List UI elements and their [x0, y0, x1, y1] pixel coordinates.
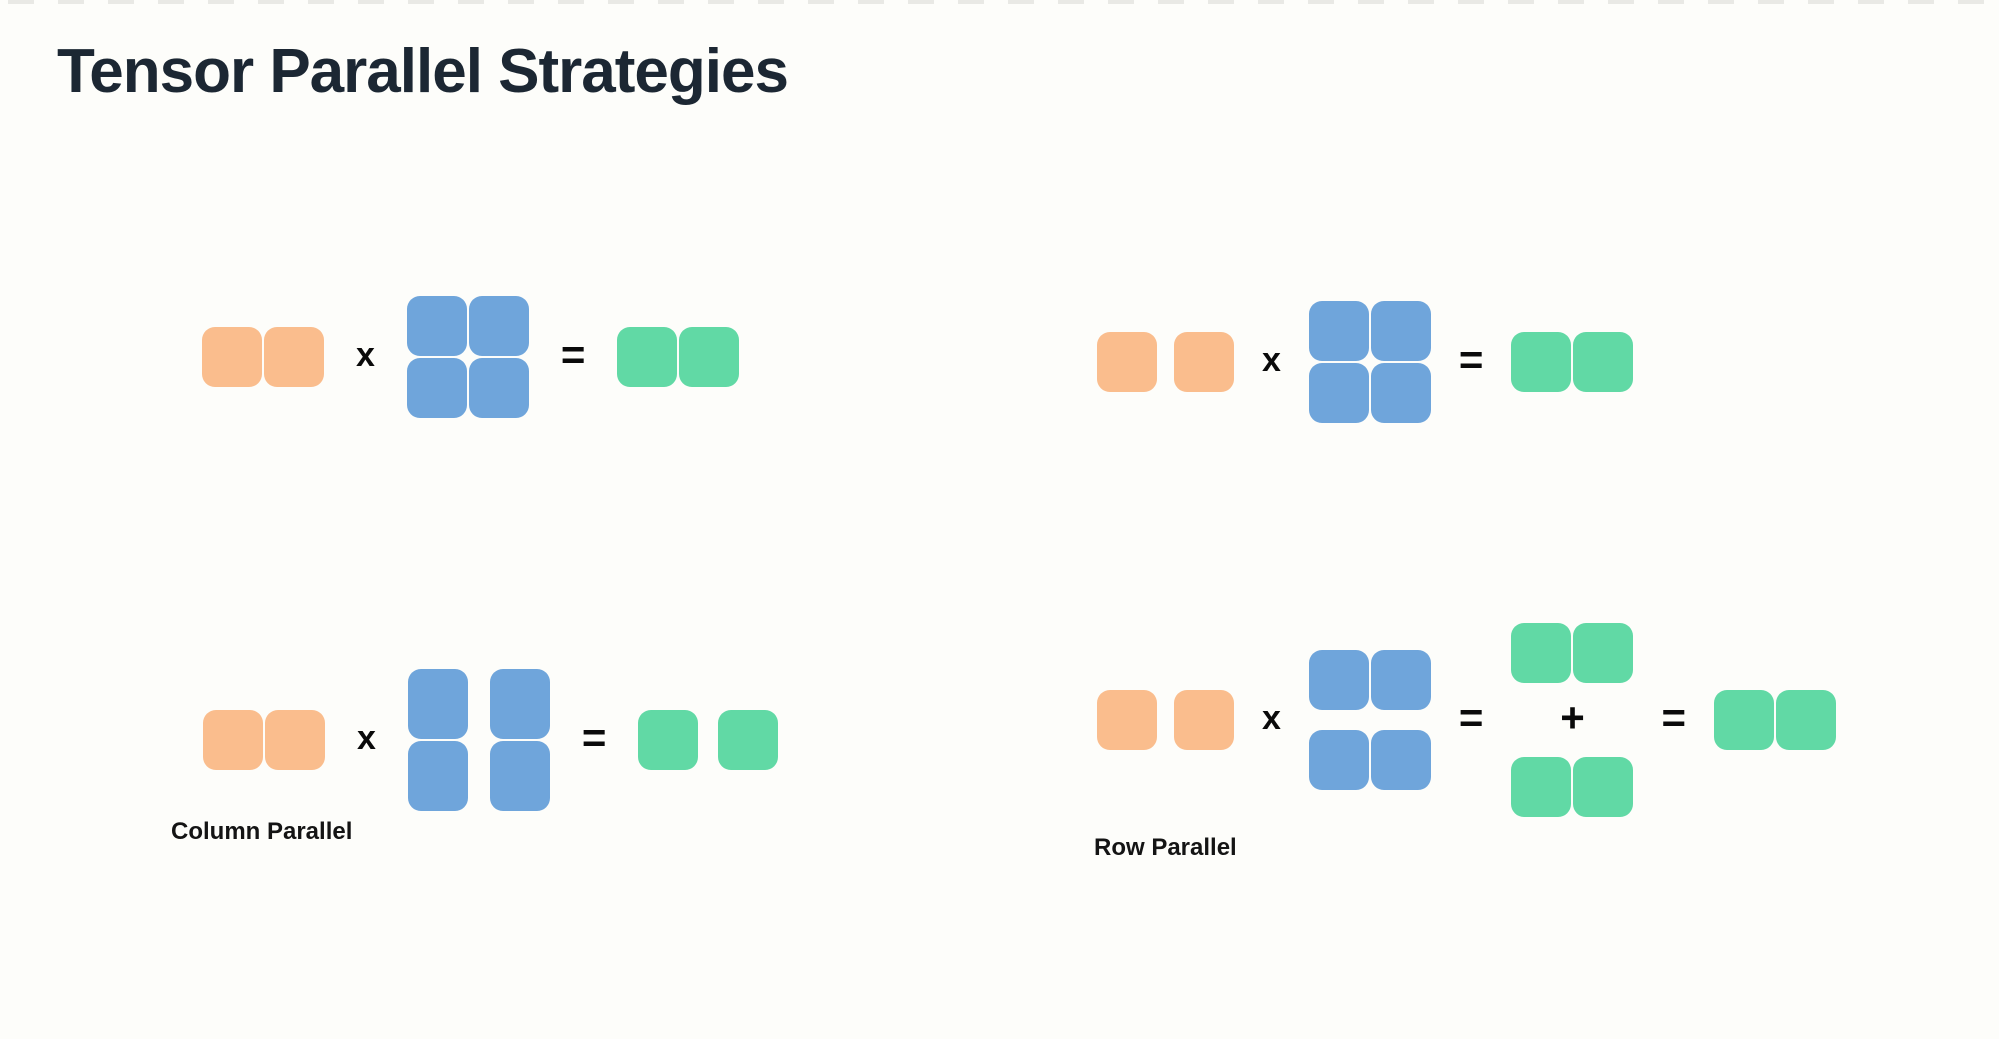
- equals-operator: =: [1458, 694, 1484, 741]
- weight-block: [468, 358, 529, 418]
- input-block: [264, 327, 324, 387]
- weight-matrix: [406, 296, 529, 418]
- equation-top-right: x =: [1097, 301, 1634, 423]
- column-parallel-label: Column Parallel: [171, 818, 353, 845]
- weight-block: [1308, 650, 1369, 710]
- equation-top-left: x =: [202, 296, 740, 418]
- weight-block: [489, 669, 550, 739]
- output-block: [1713, 690, 1774, 750]
- weight-matrix: [1308, 301, 1431, 423]
- weight-block: [406, 358, 467, 418]
- output-block: [1511, 623, 1572, 683]
- output-vector: [1713, 690, 1836, 750]
- weight-matrix-column-partitioned: [407, 669, 550, 811]
- row-parallel-label: Row Parallel: [1094, 834, 1237, 861]
- page-title: Tensor Parallel Strategies: [57, 37, 789, 106]
- input-block: [1174, 690, 1234, 750]
- output-block: [718, 710, 779, 770]
- output-block: [1573, 623, 1634, 683]
- equation-row-parallel: x = + =: [1097, 623, 1836, 817]
- input-vector-partitioned: [1097, 332, 1234, 392]
- top-dash-decoration: [0, 0, 1999, 4]
- input-block: [1097, 690, 1157, 750]
- weight-block: [489, 741, 550, 811]
- multiply-operator: x: [1262, 341, 1281, 379]
- input-block: [203, 710, 263, 770]
- partial-output-vector: [1511, 623, 1634, 683]
- output-block: [1573, 332, 1634, 392]
- multiply-operator: x: [357, 719, 376, 757]
- input-block: [1097, 332, 1157, 392]
- multiply-operator: x: [1262, 699, 1281, 737]
- equation-column-parallel: x =: [203, 669, 779, 811]
- input-block: [1174, 332, 1234, 392]
- weight-block: [1308, 301, 1369, 361]
- output-block: [1775, 690, 1836, 750]
- output-vector: [617, 327, 740, 387]
- weight-block: [1370, 301, 1431, 361]
- output-block: [1511, 757, 1572, 817]
- equals-operator: =: [1458, 336, 1484, 383]
- output-block: [1573, 757, 1634, 817]
- output-block: [617, 327, 678, 387]
- weight-block: [468, 296, 529, 356]
- output-block: [1511, 332, 1572, 392]
- weight-block: [407, 669, 468, 739]
- input-block: [265, 710, 325, 770]
- weight-block: [406, 296, 467, 356]
- partial-sum-stack: +: [1511, 623, 1634, 817]
- output-vector-partitioned: [638, 710, 779, 770]
- equals-operator: =: [560, 331, 586, 378]
- input-block: [202, 327, 262, 387]
- equals-operator: =: [581, 714, 607, 761]
- weight-block: [407, 741, 468, 811]
- weight-block: [1370, 363, 1431, 423]
- multiply-operator: x: [356, 336, 375, 374]
- weight-block: [1308, 363, 1369, 423]
- weight-block: [1370, 650, 1431, 710]
- weight-matrix-row-partitioned: [1308, 650, 1431, 790]
- input-vector-partitioned: [1097, 690, 1234, 750]
- output-block: [679, 327, 740, 387]
- output-block: [638, 710, 699, 770]
- input-vector: [202, 327, 324, 387]
- weight-block: [1308, 730, 1369, 790]
- partial-output-vector: [1511, 757, 1634, 817]
- equals-operator: =: [1661, 694, 1686, 741]
- output-vector: [1511, 332, 1634, 392]
- input-vector: [203, 710, 325, 770]
- plus-operator: +: [1560, 694, 1585, 741]
- weight-block: [1370, 730, 1431, 790]
